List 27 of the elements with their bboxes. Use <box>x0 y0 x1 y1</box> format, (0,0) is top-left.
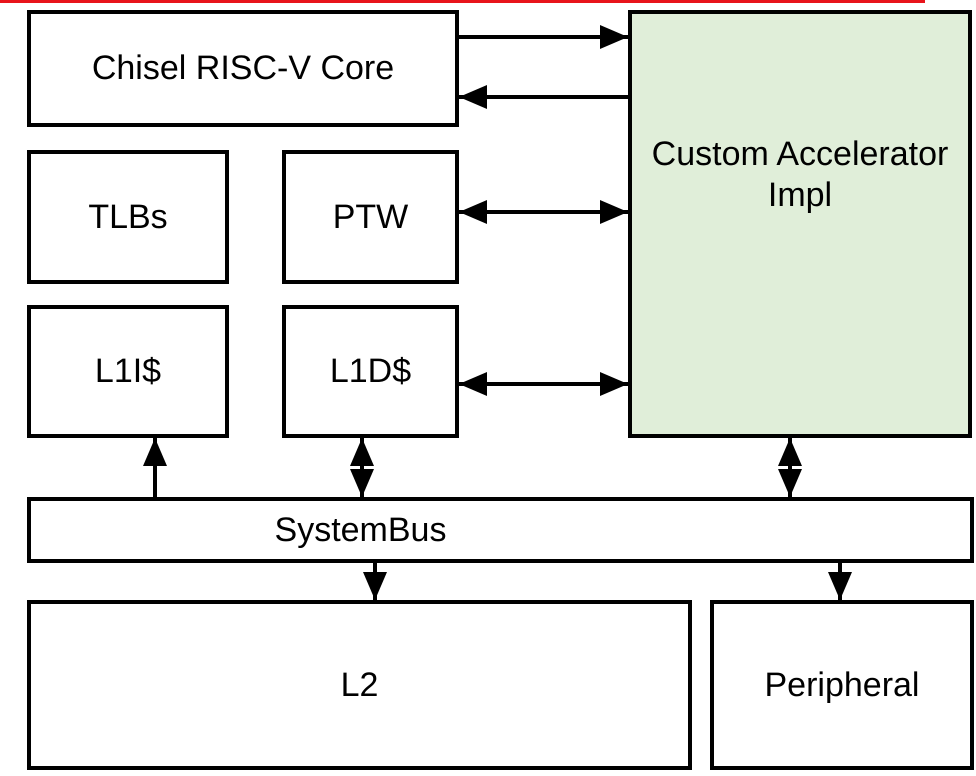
block-box <box>282 150 459 284</box>
arrow <box>363 563 387 600</box>
bus-bar <box>27 497 974 563</box>
block-label: TLBs <box>88 196 168 238</box>
block-box <box>27 600 692 770</box>
arrow <box>459 25 628 49</box>
arrow <box>459 200 628 224</box>
block-box <box>628 10 972 438</box>
block-label: Chisel RISC-V Core <box>92 48 394 89</box>
block-label: PTW <box>332 196 408 238</box>
block-box <box>27 305 229 438</box>
arrow <box>459 372 628 396</box>
arrow <box>143 438 167 497</box>
block-box <box>282 305 459 438</box>
block-box <box>27 10 459 127</box>
block-label: Custom Accelerator Impl <box>650 134 950 216</box>
arrow <box>828 563 852 600</box>
arrow <box>778 438 802 497</box>
arrow <box>350 438 374 497</box>
block-label: L2 <box>340 664 378 706</box>
block-box <box>710 600 974 770</box>
block-box <box>27 150 229 284</box>
block-label: SystemBus <box>274 510 446 550</box>
block-label: Peripheral <box>764 664 920 706</box>
arrow <box>459 85 628 109</box>
block-label: L1D$ <box>330 351 412 392</box>
block-label: L1I$ <box>94 351 162 392</box>
